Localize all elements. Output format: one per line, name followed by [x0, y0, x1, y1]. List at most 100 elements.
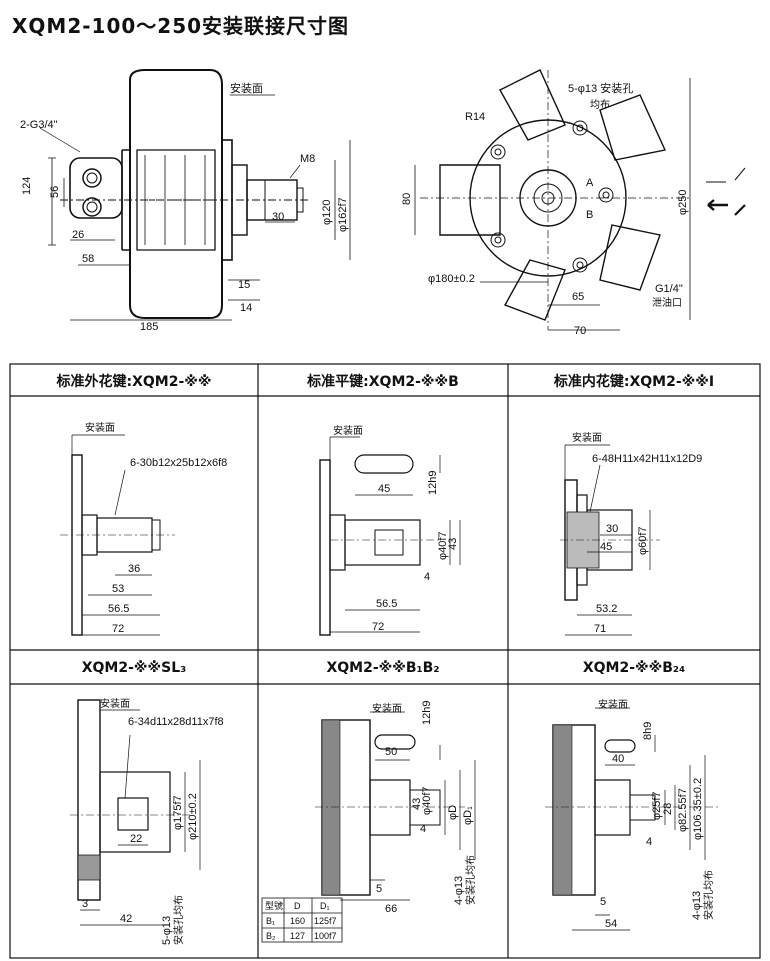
- table-cell: 127: [290, 931, 305, 941]
- front-view-drawing: [414, 69, 746, 331]
- p5-dim-phi40f7: φ40f7: [421, 786, 433, 815]
- table-header-D: D: [294, 901, 301, 911]
- p1-dim-56-5: 56.5: [108, 603, 129, 615]
- panel-5-drawing: [315, 711, 476, 901]
- p5-dim-4: 4: [420, 823, 426, 835]
- port-b-label: B: [586, 209, 593, 221]
- p5-dim-43: 43: [411, 798, 423, 810]
- p6-dim-phi82-55f7: φ82.55f7: [677, 788, 689, 832]
- p5-holes-note: 安装孔均布: [464, 855, 477, 905]
- p3-dim-53-2: 53.2: [596, 603, 617, 615]
- p4-dim-42: 42: [120, 913, 132, 925]
- table-cell: 125f7: [314, 916, 337, 926]
- p5-mount: 安装面: [372, 702, 402, 715]
- p6-mount: 安装面: [598, 698, 628, 711]
- port-a-label: A: [586, 177, 594, 189]
- p3-dim-phi60f7: φ60f7: [637, 526, 649, 555]
- p3-dim-71: 71: [594, 623, 606, 635]
- p4-dim-phi210: φ210±0.2: [187, 793, 199, 840]
- panel-2-drawing: [319, 436, 461, 636]
- table-cell: 160: [290, 916, 305, 926]
- front-drain-label: 泄油口: [652, 296, 682, 309]
- dim-14: 14: [240, 302, 252, 314]
- p1-dim-36: 36: [128, 563, 140, 575]
- p4-holes: 5-φ13: [161, 916, 173, 945]
- dim-15: 15: [238, 279, 250, 291]
- panel-header-6: XQM2-※※B₂₄: [583, 660, 685, 676]
- p2-dim-45: 45: [378, 483, 390, 495]
- p2-dim-12h9: 12h9: [427, 471, 439, 495]
- dim-26: 26: [72, 229, 84, 241]
- p1-spec: 6-30b12x25b12x6f8: [130, 457, 227, 469]
- dim-124: 124: [21, 177, 33, 195]
- panel-1-drawing: [60, 434, 175, 636]
- p1-mount: 安装面: [85, 421, 115, 434]
- dim-56: 56: [49, 186, 61, 198]
- p3-dim-45: 45: [600, 541, 612, 553]
- p4-dim-phi175f7: φ175f7: [172, 795, 184, 830]
- p6-holes: 4-φ13: [691, 891, 703, 920]
- p5-dim-66: 66: [385, 903, 397, 915]
- table-header-type: 型號: [265, 900, 283, 911]
- p5-dim-12h9: 12h9: [421, 701, 433, 725]
- panel-header-5: XQM2-※※B₁B₂: [326, 660, 439, 676]
- panel-header-2: 标准平键:XQM2-※※B: [306, 373, 459, 390]
- p2-dim-43: 43: [447, 538, 459, 550]
- p6-dim-4: 4: [646, 836, 652, 848]
- p6-dim-phi25f7: φ25f7: [651, 791, 663, 820]
- p5-dim-phiD: φD: [447, 805, 459, 820]
- panel-header-1: 标准外花键:XQM2-※※: [56, 373, 212, 390]
- panel-header-3: 标准内花键:XQM2-※※I: [553, 373, 714, 390]
- table-cell: B₂: [266, 931, 276, 941]
- dim-30: 30: [272, 211, 284, 223]
- side-view-drawing: [39, 69, 351, 321]
- p2-mount: 安装面: [333, 424, 363, 437]
- p6-holes-note: 安装孔均布: [702, 870, 715, 920]
- panel-4-drawing: [70, 699, 201, 926]
- p5-holes: 4-φ13: [453, 876, 465, 905]
- top-left-port: 2-G3/4": [20, 119, 58, 131]
- p1-dim-53: 53: [112, 583, 124, 595]
- p2-dim-4: 4: [424, 571, 430, 583]
- p5-dim-5: 5: [376, 883, 382, 895]
- dim-70: 70: [574, 325, 586, 337]
- p1-dim-72: 72: [112, 623, 124, 635]
- detail-grid: [9, 363, 761, 959]
- top-left-thread: M8: [300, 153, 315, 165]
- p6-dim-40: 40: [612, 753, 624, 765]
- p6-dim-5: 5: [600, 896, 606, 908]
- dim-phi250: φ250: [677, 190, 689, 216]
- front-radius-label: R14: [465, 111, 485, 123]
- front-holes-label: 5-φ13 安装孔: [568, 81, 633, 95]
- table-cell: B₁: [266, 916, 275, 926]
- dim-80: 80: [401, 193, 413, 205]
- table-cell: 100f7: [314, 931, 337, 941]
- panel-header-4: XQM2-※※SL₃: [82, 660, 187, 676]
- p4-dim-3: 3: [82, 898, 88, 910]
- dim-phi162f7: φ162f7: [337, 197, 349, 232]
- panel-3-drawing: [560, 444, 660, 636]
- p3-spec: 6-48H11x42H11x12D9: [592, 453, 702, 465]
- p4-spec: 6-34d11x28d11x7f8: [128, 716, 224, 728]
- dim-phi120: φ120: [321, 200, 333, 226]
- front-drain-thread: G1/4": [655, 283, 683, 295]
- spec-table: [261, 897, 343, 943]
- dim-65: 65: [572, 291, 584, 303]
- p5-dim-phiD1: φD₁: [462, 806, 474, 825]
- p4-mount: 安装面: [100, 697, 130, 710]
- p6-dim-8h9: 8h9: [642, 722, 654, 740]
- p3-dim-30: 30: [606, 523, 618, 535]
- p6-dim-28: 28: [662, 803, 674, 815]
- top-left-mount-face: 安装面: [230, 81, 263, 95]
- panel-6-drawing: [545, 707, 720, 931]
- front-uniform-label: 均布: [590, 99, 610, 111]
- p5-dim-50: 50: [385, 746, 397, 758]
- table-header-D1: D₁: [320, 901, 330, 911]
- p2-dim-72: 72: [372, 621, 384, 633]
- p2-dim-phi40f7: φ40f7: [437, 531, 449, 560]
- dim-phi180: φ180±0.2: [428, 273, 475, 285]
- p2-dim-56-5: 56.5: [376, 598, 397, 610]
- p6-dim-54: 54: [605, 918, 617, 930]
- p4-dim-22: 22: [130, 833, 142, 845]
